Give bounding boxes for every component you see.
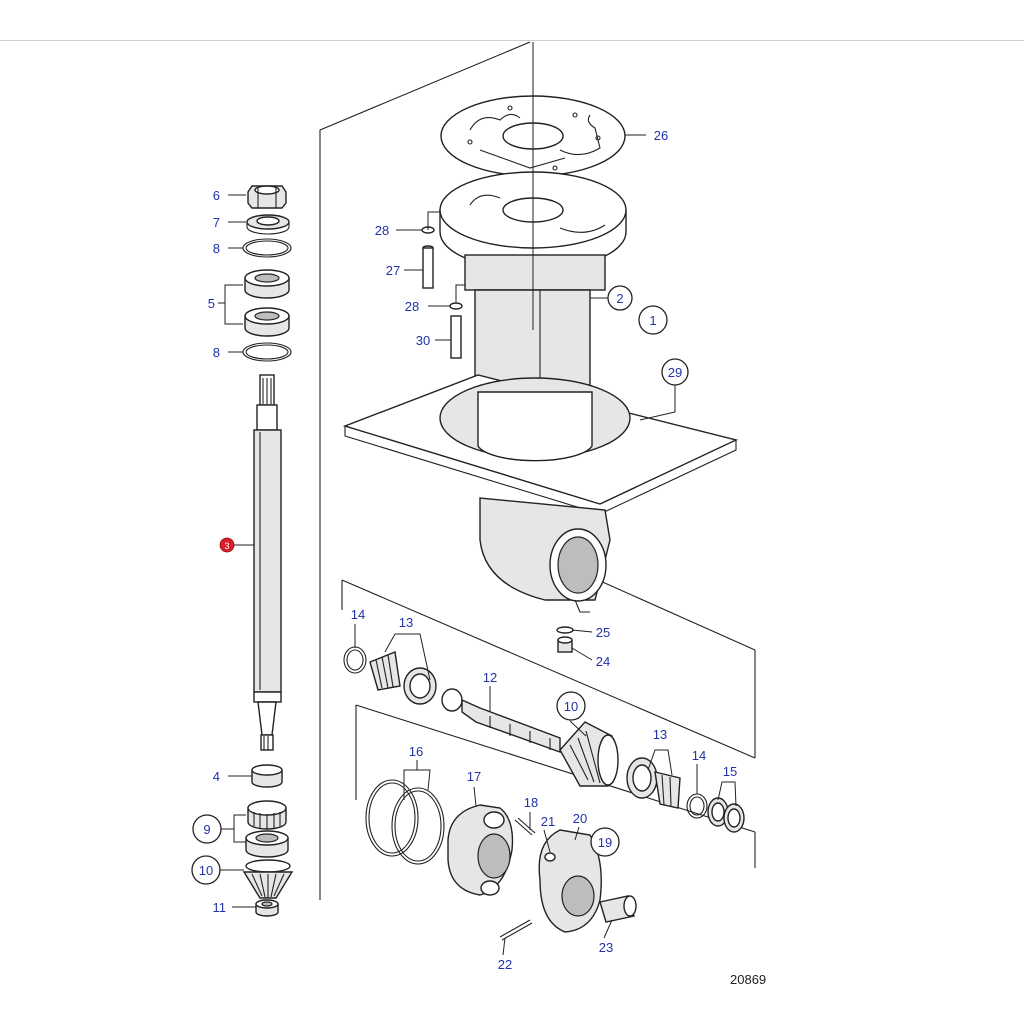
callout-circle-9 <box>192 814 222 844</box>
callout-18[interactable]: 18 <box>524 795 538 810</box>
pinion-shaft-part-12 <box>441 688 561 753</box>
bearing-part-13-right <box>626 757 681 809</box>
callout-9[interactable]: 9 <box>203 822 210 837</box>
o-rings-part-16 <box>365 779 445 865</box>
callout-28-upper[interactable]: 28 <box>375 223 389 238</box>
callout-24[interactable]: 24 <box>596 654 610 669</box>
figure-number: 20869 <box>730 972 766 987</box>
callout-23[interactable]: 23 <box>599 940 613 955</box>
bearing-part-13-left <box>369 651 437 705</box>
sleeve-part-4 <box>251 764 283 788</box>
callout-28-lower[interactable]: 28 <box>405 299 419 314</box>
callout-8-upper[interactable]: 8 <box>213 241 220 256</box>
callout-22[interactable]: 22 <box>498 957 512 972</box>
callout-6[interactable]: 6 <box>213 188 220 203</box>
callout-3[interactable]: 3 <box>224 541 229 551</box>
callout-13-left[interactable]: 13 <box>399 615 413 630</box>
bearing-housing-part-17 <box>447 804 514 896</box>
callout-29[interactable]: 29 <box>668 365 682 380</box>
callout-27[interactable]: 27 <box>386 263 400 278</box>
callout-circle-2 <box>607 285 633 311</box>
screw-part-22 <box>499 919 533 941</box>
bevel-gear-part-10-right <box>559 721 619 787</box>
callout-25[interactable]: 25 <box>596 625 610 640</box>
washer-part-28-lower <box>449 302 463 310</box>
assembly-frame <box>319 41 756 900</box>
bearing-part-5-lower <box>244 307 290 337</box>
callout-circle-10a <box>191 855 221 885</box>
callout-21[interactable]: 21 <box>541 814 555 829</box>
callout-11[interactable]: 11 <box>213 900 227 915</box>
screw-part-18 <box>514 817 536 836</box>
callout-circle-1 <box>638 305 668 335</box>
callout-circle-10b <box>556 691 586 721</box>
callout-15[interactable]: 15 <box>723 764 737 779</box>
callout-14-left[interactable]: 14 <box>351 607 365 622</box>
bolt-part-30 <box>450 315 462 359</box>
cover-part-20 <box>538 829 602 933</box>
washer-part-25 <box>556 626 574 634</box>
ring-part-14-left <box>343 646 367 674</box>
retaining-ring-part-8-upper <box>242 238 292 258</box>
ring-part-14-right <box>686 793 708 819</box>
callout-14-right[interactable]: 14 <box>692 748 706 763</box>
callout-16[interactable]: 16 <box>409 744 423 759</box>
leader-lines <box>218 42 737 956</box>
plug-part-24 <box>557 636 573 653</box>
callout-13-right[interactable]: 13 <box>653 727 667 742</box>
bevel-gear-part-10-left <box>242 859 294 899</box>
top-divider <box>0 40 1024 41</box>
mounting-plate-part-29 <box>342 374 739 515</box>
callout-10-left[interactable]: 10 <box>199 863 213 878</box>
drive-shaft-part-3 <box>253 374 282 751</box>
callout-1[interactable]: 1 <box>649 313 656 328</box>
callout-2[interactable]: 2 <box>616 291 623 306</box>
callout-8-lower[interactable]: 8 <box>213 345 220 360</box>
callout-19[interactable]: 19 <box>598 835 612 850</box>
drive-shaft-stack <box>242 185 294 917</box>
bolt-part-27 <box>422 245 434 289</box>
callout-circle-19 <box>590 827 620 857</box>
roller-bearing-part-9 <box>245 800 289 858</box>
nut-part-11 <box>255 899 279 917</box>
callout-labels: 1 2 3 4 5 6 7 8 8 9 10 10 11 12 13 13 14… <box>199 128 737 972</box>
callout-circle-29 <box>661 358 689 386</box>
seal-part-15 <box>707 797 745 833</box>
retaining-ring-part-8-lower <box>242 342 292 362</box>
callout-7[interactable]: 7 <box>213 215 220 230</box>
callout-10-right[interactable]: 10 <box>564 699 578 714</box>
callout-30[interactable]: 30 <box>416 333 430 348</box>
callout-26[interactable]: 26 <box>654 128 668 143</box>
callout-4[interactable]: 4 <box>213 769 220 784</box>
bearing-part-5-upper <box>244 269 290 299</box>
callout-5[interactable]: 5 <box>208 296 215 311</box>
callout-12[interactable]: 12 <box>483 670 497 685</box>
callout-20[interactable]: 20 <box>573 811 587 826</box>
gear-housing-elbow <box>479 497 611 613</box>
highlight-marker-part-3[interactable] <box>219 537 235 553</box>
callout-17[interactable]: 17 <box>467 769 481 784</box>
bushing-part-23 <box>599 895 637 923</box>
washer-part-7 <box>246 214 290 235</box>
nut-part-6 <box>247 185 287 209</box>
